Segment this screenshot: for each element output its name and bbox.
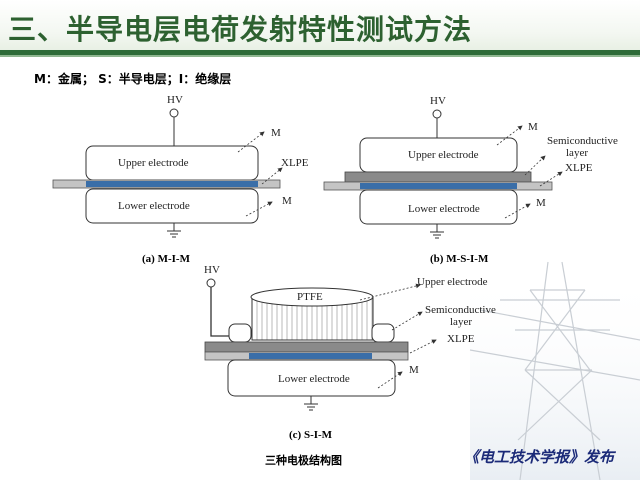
hv-label-c: HV bbox=[204, 264, 220, 276]
m-label-a-top: M bbox=[271, 127, 281, 139]
m-label-b-bottom: M bbox=[536, 197, 546, 209]
page-title: 三、半导电层电荷发射特性测试方法 bbox=[8, 13, 473, 46]
legend-text: M：金属； S：半导电层；I：绝缘层 bbox=[34, 72, 232, 86]
publisher-credit: 《电工技术学报》发布 bbox=[464, 448, 615, 466]
ring-right-c bbox=[371, 323, 395, 343]
semiconductive-label-c-1: Semiconductive bbox=[425, 304, 496, 316]
ptfe-label-c: PTFE bbox=[297, 291, 323, 303]
diagram-a-m-i-m: HV Upper electrode Lower electrode M XLP… bbox=[52, 94, 309, 265]
diagram-c-s-i-m: HV PTFE Lower electrode Upper electrode … bbox=[204, 264, 496, 441]
caption-c: (c) S-I-M bbox=[289, 429, 333, 441]
lower-electrode-label-a: Lower electrode bbox=[118, 200, 190, 212]
upper-electrode-label-a: Upper electrode bbox=[118, 157, 189, 169]
lower-electrode-label-c: Lower electrode bbox=[278, 373, 350, 385]
xlpe-label-b: XLPE bbox=[565, 162, 593, 174]
hv-label-b: HV bbox=[430, 95, 446, 107]
semiconductive-label-b-2: layer bbox=[566, 147, 588, 159]
caption-a: (a) M-I-M bbox=[142, 253, 191, 265]
semiconductive-label-b-1: Semiconductive bbox=[547, 135, 618, 147]
m-label-b-top: M bbox=[528, 121, 538, 133]
figure-caption: 三种电极结构图 bbox=[265, 454, 342, 467]
xlpe-contact-a bbox=[86, 181, 258, 187]
m-label-c: M bbox=[409, 364, 419, 376]
lower-electrode-a bbox=[85, 188, 259, 224]
ring-left-c bbox=[228, 323, 252, 343]
upper-electrode-label-c: Upper electrode bbox=[417, 276, 488, 288]
diagram-b-m-s-i-m: HV Upper electrode Lower electrode M Sem… bbox=[323, 95, 618, 265]
ptfe-body-c bbox=[251, 297, 374, 341]
semiconductive-layer-b bbox=[344, 171, 532, 183]
header-divider-light bbox=[0, 55, 640, 57]
upper-electrode-label-b: Upper electrode bbox=[408, 149, 479, 161]
semiconductive-layer-c bbox=[204, 341, 409, 353]
caption-b: (b) M-S-I-M bbox=[430, 253, 489, 265]
power-tower-watermark bbox=[469, 261, 640, 480]
m-label-a-bottom: M bbox=[282, 195, 292, 207]
hv-terminal-a bbox=[169, 108, 179, 118]
header-band bbox=[0, 0, 640, 56]
header-divider bbox=[0, 50, 640, 55]
lower-electrode-label-b: Lower electrode bbox=[408, 203, 480, 215]
xlpe-label-a: XLPE bbox=[281, 157, 309, 169]
xlpe-label-c: XLPE bbox=[447, 333, 475, 345]
hv-label-a: HV bbox=[167, 94, 183, 106]
lower-electrode-b bbox=[359, 189, 518, 225]
semiconductive-label-c-2: layer bbox=[450, 316, 472, 328]
hv-wire-c bbox=[210, 287, 232, 337]
